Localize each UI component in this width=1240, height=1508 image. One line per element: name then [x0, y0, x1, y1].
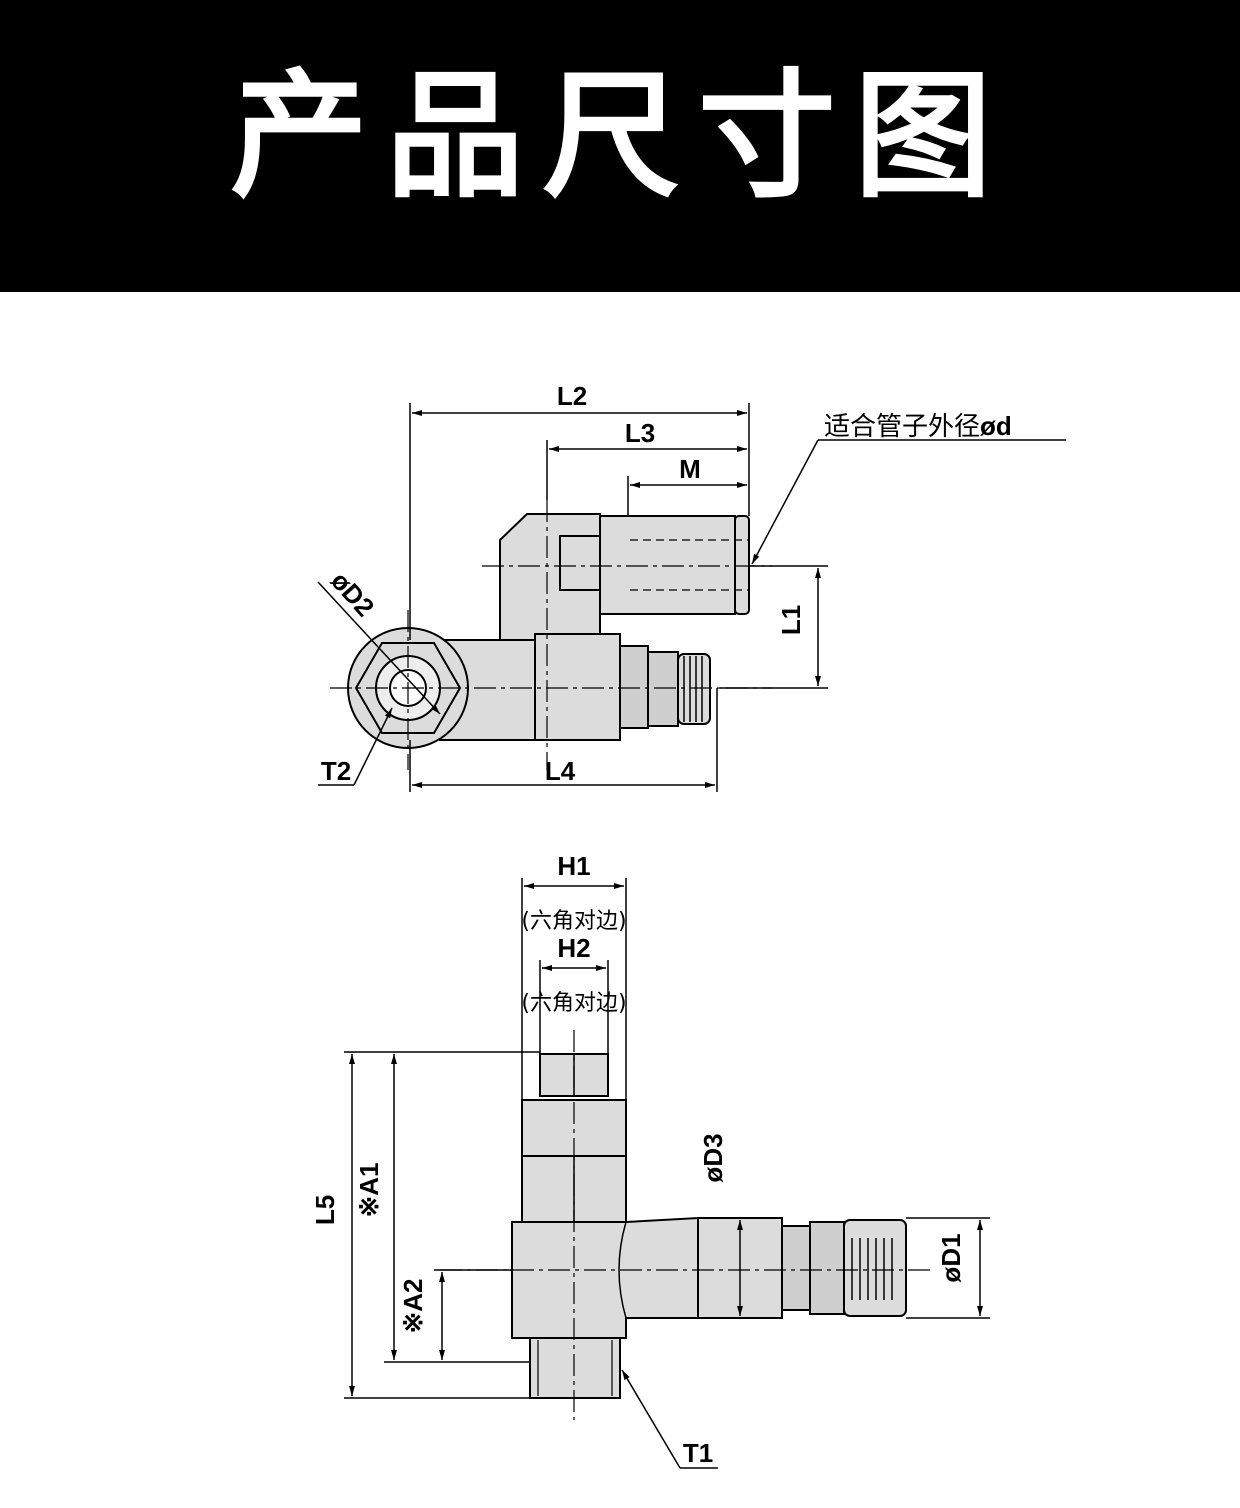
- adjust-knob: [843, 1219, 907, 1317]
- leader-T2: [353, 707, 393, 786]
- label-A1: ※A1: [354, 1162, 384, 1217]
- elbow-neck: [559, 535, 601, 591]
- knurl-lines: [851, 1238, 893, 1300]
- adjust-knob: [677, 653, 711, 725]
- label-H2-note: (六角对边): [521, 991, 626, 1016]
- title-banner: 产品尺寸图: [0, 0, 1240, 292]
- release-ring: [734, 515, 750, 615]
- label-T1: T1: [683, 1438, 713, 1468]
- lock-nut: [647, 651, 679, 727]
- thread-lines: [537, 1340, 613, 1396]
- label-H1: H1: [557, 851, 590, 881]
- page-title: 产品尺寸图: [229, 56, 1010, 217]
- label-L4: L4: [545, 756, 576, 786]
- leader-T1: [621, 1369, 681, 1469]
- main-body: [534, 633, 621, 741]
- tube-socket: [599, 515, 736, 615]
- extension-lines: [409, 403, 828, 792]
- leader-tube: [751, 439, 819, 565]
- label-D2: øD2: [325, 566, 380, 623]
- elbow-body: [511, 1216, 699, 1339]
- tube-note-symbol: ød: [980, 411, 1012, 441]
- needle-nut: [619, 645, 649, 729]
- tube-note-text: 适合管子外径: [824, 412, 980, 442]
- knurl-lines: [683, 656, 703, 722]
- front-view: H1 (六角对边) H2 (六角对边) L5 ※A1 ※A2 øD3 øD1 T…: [310, 851, 990, 1469]
- label-L1: L1: [776, 605, 806, 635]
- needle-nut: [781, 1225, 811, 1311]
- top-view: L2 L3 M L1 L4 øD2 T2 适合管子外径ød: [317, 381, 1066, 792]
- label-L5: L5: [310, 1195, 340, 1225]
- thread-stem: [529, 1337, 621, 1399]
- label-D1: øD1: [936, 1233, 966, 1282]
- label-M: M: [679, 454, 701, 484]
- label-D3: øD3: [698, 1133, 728, 1182]
- label-A2: ※A2: [398, 1278, 428, 1333]
- lock-nut: [809, 1221, 845, 1315]
- label-L3: L3: [625, 418, 655, 448]
- dim-D2: [317, 581, 441, 715]
- label-H1-note: (六角对边): [521, 909, 626, 934]
- extension-lines: [344, 878, 990, 1399]
- label-H2: H2: [557, 933, 590, 963]
- label-tube-note: 适合管子外径ød: [824, 411, 1012, 442]
- label-L2: L2: [557, 381, 587, 411]
- label-T2: T2: [321, 756, 351, 786]
